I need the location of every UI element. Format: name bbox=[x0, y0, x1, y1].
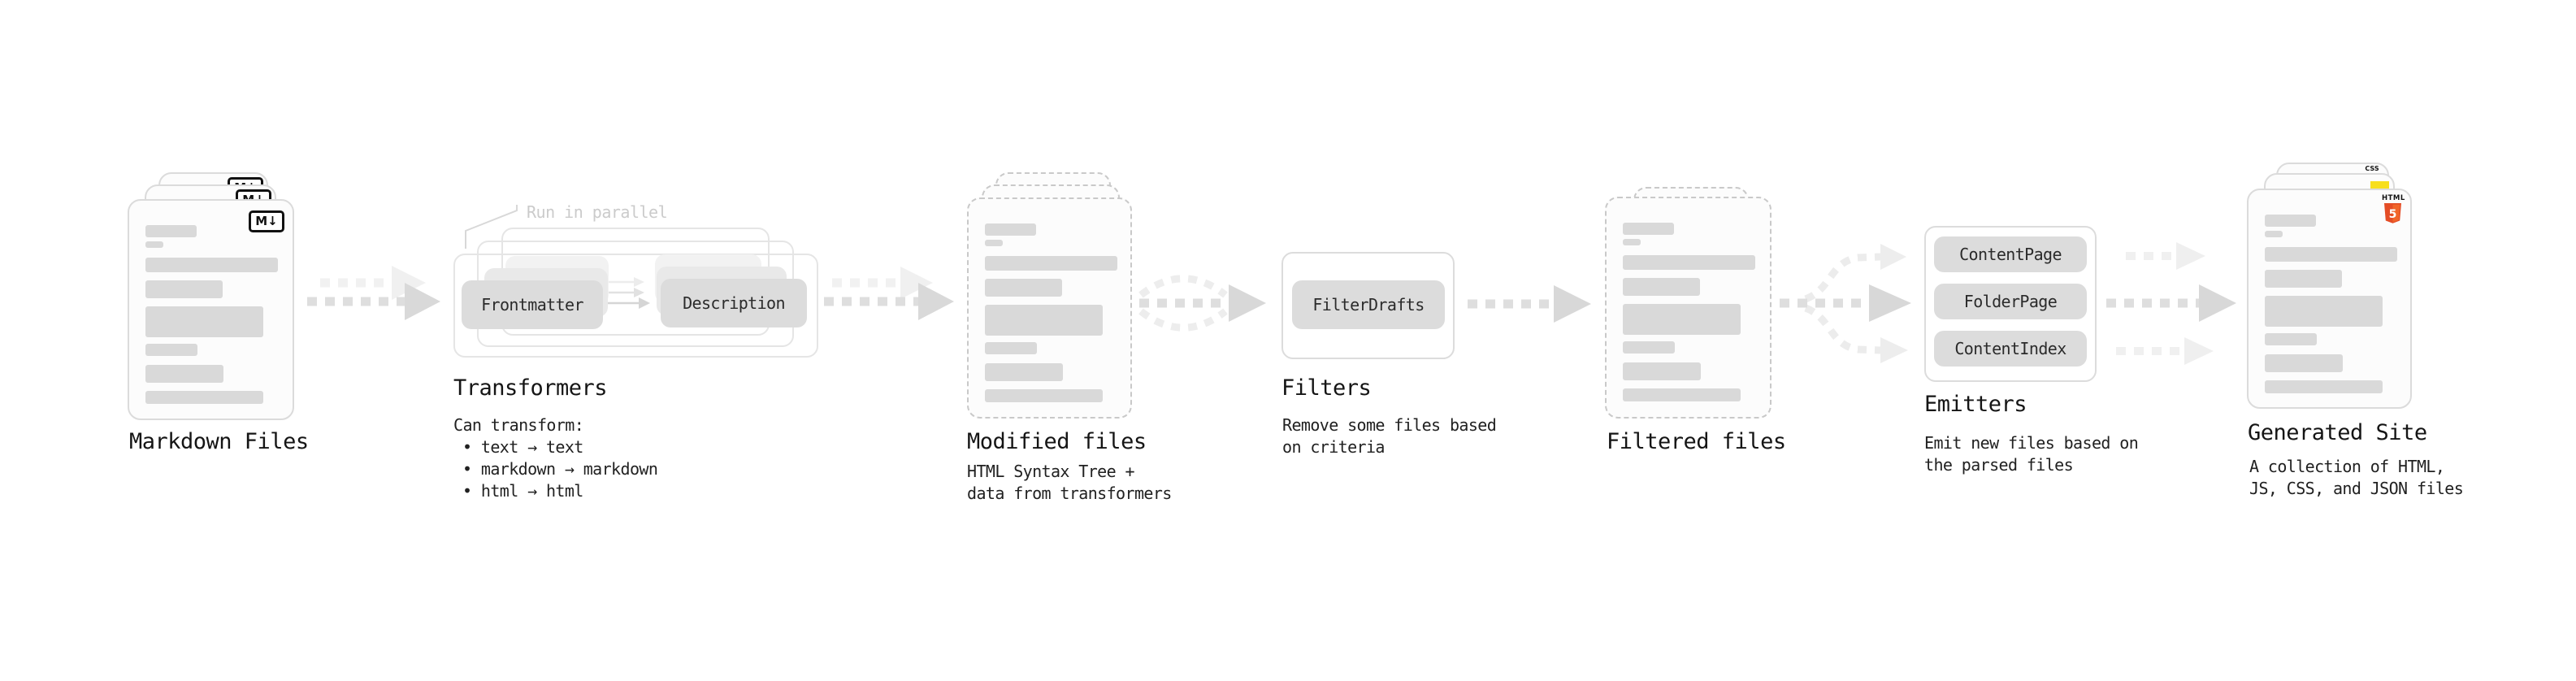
skeleton-line bbox=[1623, 362, 1701, 380]
skeleton-line bbox=[2265, 380, 2383, 393]
transformers-note-title: Can transform: bbox=[453, 415, 584, 435]
skeleton-line bbox=[145, 391, 263, 404]
contentpage-chip: ContentPage bbox=[1934, 236, 2087, 272]
skeleton-line bbox=[1623, 239, 1641, 245]
skeleton-line bbox=[145, 225, 197, 237]
stage-caption-transformers: Transformers bbox=[453, 375, 608, 401]
run-in-parallel-annotation: Run in parallel bbox=[527, 202, 668, 222]
filters-note-line: on criteria bbox=[1282, 437, 1385, 457]
skeleton-line bbox=[985, 256, 1117, 271]
skeleton-line bbox=[145, 306, 263, 337]
arrow-emitters-to-generated bbox=[2106, 242, 2236, 365]
arrow-filters-to-filtered bbox=[1468, 285, 1591, 323]
file-card-front bbox=[967, 197, 1132, 419]
stage-caption-emitters: Emitters bbox=[1924, 392, 2027, 417]
skeleton-line bbox=[145, 365, 223, 383]
skeleton-line bbox=[985, 342, 1037, 354]
file-card-front: HTML 5 bbox=[2247, 189, 2412, 409]
skeleton-line bbox=[1623, 223, 1674, 235]
generated-note-line: A collection of HTML, bbox=[2249, 457, 2445, 476]
filterdrafts-chip: FilterDrafts bbox=[1292, 280, 1445, 329]
stage-caption-modified: Modified files bbox=[967, 429, 1147, 454]
emitters-note-line: Emit new files based on bbox=[1924, 433, 2139, 453]
skeleton-line bbox=[145, 344, 197, 356]
stage-caption-filtered: Filtered files bbox=[1607, 429, 1786, 454]
file-card-front bbox=[1605, 197, 1772, 419]
transformers-bullet: • markdown → markdown bbox=[462, 459, 658, 479]
skeleton-line bbox=[985, 389, 1103, 402]
skeleton-line bbox=[2265, 231, 2283, 237]
skeleton-line bbox=[2265, 296, 2383, 327]
stage-caption-generated: Generated Site bbox=[2248, 420, 2427, 445]
skeleton-line bbox=[145, 280, 223, 298]
modified-note-line: data from transformers bbox=[967, 484, 1172, 503]
transformer-frame-front bbox=[453, 254, 818, 358]
skeleton-line bbox=[1623, 341, 1675, 354]
transformers-bullet: • html → html bbox=[462, 481, 583, 501]
frontmatter-chip: Frontmatter bbox=[462, 280, 603, 329]
markdown-icon: M↓ bbox=[249, 210, 284, 232]
file-card-front: M↓ bbox=[128, 199, 294, 420]
skeleton-line bbox=[1623, 278, 1700, 296]
arrow-markdown-to-transformers bbox=[307, 266, 440, 320]
skeleton-line bbox=[2265, 333, 2317, 345]
skeleton-line bbox=[145, 241, 163, 248]
contentindex-chip: ContentIndex bbox=[1934, 331, 2087, 367]
skeleton-line bbox=[985, 279, 1062, 297]
generated-note-line: JS, CSS, and JSON files bbox=[2249, 479, 2464, 498]
skeleton-line bbox=[985, 305, 1103, 336]
filters-note-line: Remove some files based bbox=[1282, 415, 1497, 435]
skeleton-line bbox=[1623, 255, 1755, 270]
modified-note-line: HTML Syntax Tree + bbox=[967, 462, 1135, 481]
transformers-bullet: • text → text bbox=[462, 437, 583, 457]
description-chip: Description bbox=[661, 279, 807, 327]
skeleton-line bbox=[985, 223, 1036, 236]
skeleton-line bbox=[2265, 215, 2316, 227]
skeleton-line bbox=[1623, 388, 1741, 401]
arrow-transformers-to-modified bbox=[824, 267, 954, 320]
skeleton-line bbox=[985, 240, 1003, 246]
html5-icon: HTML 5 bbox=[2382, 194, 2405, 228]
html5-label: HTML bbox=[2382, 194, 2405, 202]
arrow-modified-to-filters bbox=[1138, 275, 1266, 332]
stage-caption-markdown: Markdown Files bbox=[129, 429, 309, 454]
skeleton-line bbox=[985, 363, 1063, 381]
emitters-note-line: the parsed files bbox=[1924, 455, 2074, 475]
skeleton-line bbox=[2265, 247, 2397, 262]
skeleton-line bbox=[2265, 270, 2342, 288]
folderpage-chip: FolderPage bbox=[1934, 284, 2087, 319]
svg-text:5: 5 bbox=[2388, 208, 2396, 221]
skeleton-line bbox=[145, 258, 278, 272]
stage-caption-filters: Filters bbox=[1281, 375, 1372, 401]
skeleton-line bbox=[1623, 304, 1741, 335]
skeleton-line bbox=[2265, 354, 2343, 372]
arrow-filtered-to-emitters bbox=[1780, 244, 1911, 363]
html5-shield: 5 bbox=[2383, 202, 2401, 223]
